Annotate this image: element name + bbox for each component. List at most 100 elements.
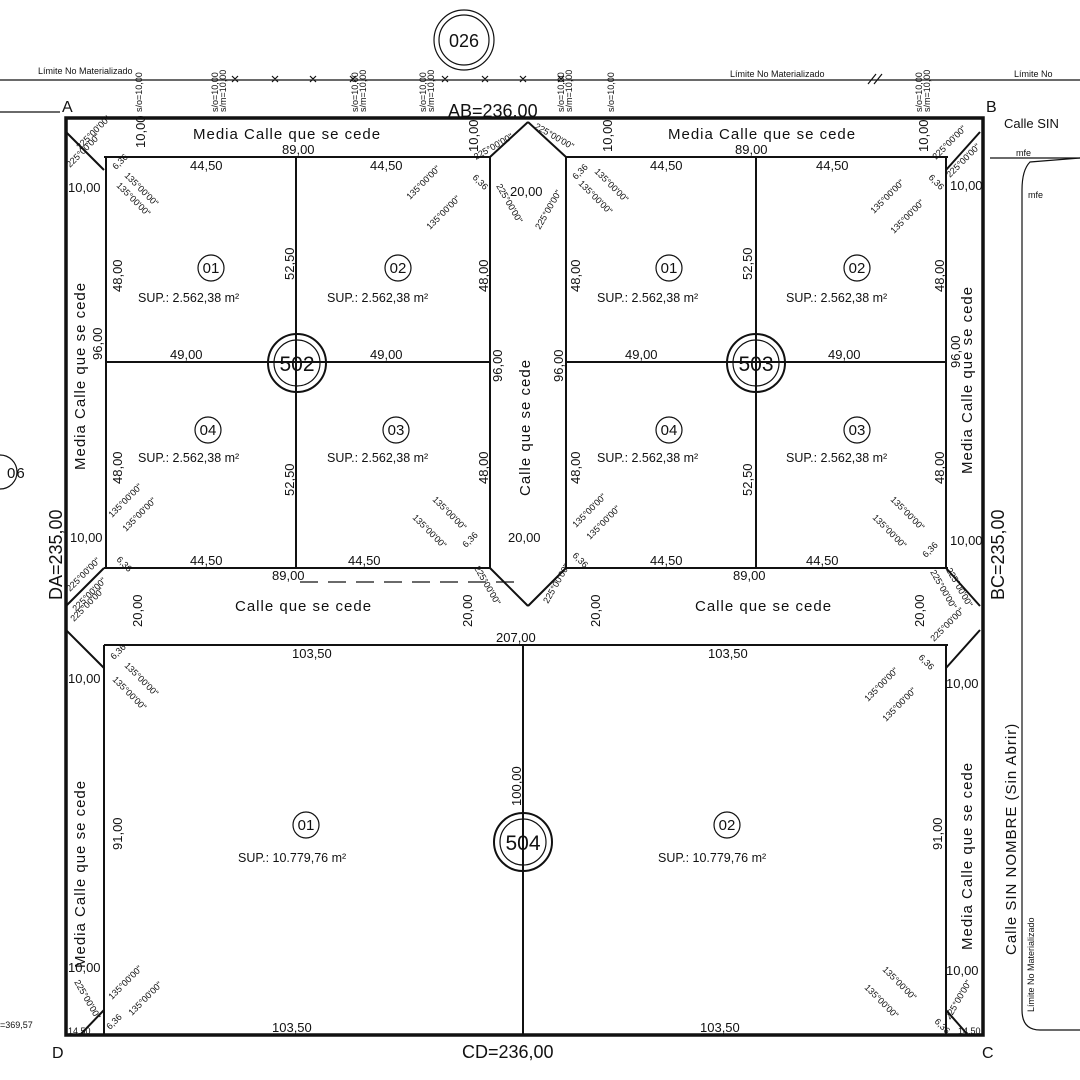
street-mid-left: Calle que se cede: [235, 598, 372, 615]
limit-tick-marks: [231, 73, 883, 85]
lot-503-04-circle: [655, 416, 683, 444]
dim-103-top-left: 103,50: [292, 646, 332, 661]
dim-48-c2: 48,00: [476, 451, 491, 484]
svg-text:135°00'00": 135°00'00": [862, 666, 900, 704]
dim-48-c1: 48,00: [476, 259, 491, 292]
bottom-left-small: 14,50: [68, 1026, 91, 1036]
lot-503-03-num: 03: [849, 422, 866, 439]
dim-48-c4: 48,00: [568, 451, 583, 484]
dim-100: 100,00: [509, 766, 524, 806]
dim-10-v-top-mid-l: 10,00: [466, 119, 481, 152]
lot-503-04-sup: SUP.: 2.562,38 m²: [597, 451, 698, 465]
lot-502-03-sup: SUP.: 2.562,38 m²: [327, 451, 428, 465]
svg-text:135°00'00": 135°00'00": [431, 494, 469, 532]
svg-text:s/m=10,00: s/m=10,00: [426, 70, 436, 112]
svg-text:225°00'00": 225°00'00": [72, 978, 102, 1021]
street-right-lower: Media Calle que se cede: [959, 762, 976, 950]
dim-636-5: 6,36: [115, 554, 134, 573]
lot-502-02-circle: [384, 254, 412, 282]
lot-504-01-num: 01: [298, 817, 315, 834]
svg-text:135°00'00": 135°00'00": [863, 982, 901, 1020]
dim-636-4: 6,36: [927, 172, 946, 191]
dim-20-v-left: 20,00: [130, 594, 145, 627]
dim-10-left-low: 10,00: [68, 671, 101, 686]
dim-low-right-89: 89,00: [733, 568, 766, 583]
dim-96-c-left: 96,00: [490, 349, 505, 382]
svg-text:s/o=10,00: s/o=10,00: [418, 72, 428, 112]
dim-low-left-89: 89,00: [272, 568, 305, 583]
dim-636-10: 6,36: [917, 652, 936, 671]
lot-502-04-num: 04: [200, 422, 217, 439]
dim-low-left-44-b: 44,50: [348, 553, 381, 568]
svg-text:225°00'00": 225°00'00": [472, 564, 502, 607]
dim-mid-left-49-b: 49,00: [370, 347, 403, 362]
svg-text:s/m=10,00: s/m=10,00: [358, 70, 368, 112]
lot-503-02-sup: SUP.: 2.562,38 m²: [786, 291, 887, 305]
dim-96-left: 96,00: [90, 327, 105, 360]
dim-top-left-89: 89,00: [282, 142, 315, 157]
dim-10-right-mid: 10,00: [950, 533, 983, 548]
dim-10-v-top-right: 10,00: [916, 119, 931, 152]
dim-636-6: 6,36: [460, 530, 479, 549]
top-circle-outer: [433, 9, 495, 71]
svg-text:225°00'00": 225°00'00": [943, 978, 973, 1021]
dim-52-left-up: 52,50: [282, 247, 297, 280]
block-503-circle-inner: [732, 339, 780, 387]
limite-vertical-label: Límite No Materializado: [1026, 917, 1036, 1012]
dim-48-l1: 48,00: [110, 259, 125, 292]
svg-text:135°00'00": 135°00'00": [424, 194, 462, 232]
lot-502-01-sup: SUP.: 2.562,38 m²: [138, 291, 239, 305]
dim-52-right-low: 52,50: [740, 463, 755, 496]
bottom-right-small: 14,50: [958, 1026, 981, 1036]
dim-103-top-right: 103,50: [708, 646, 748, 661]
lot-502-03-num: 03: [388, 422, 405, 439]
dim-top-left-44-a: 44,50: [190, 158, 223, 173]
lot-504-01-circle: [292, 811, 320, 839]
svg-text:135°00'00": 135°00'00": [881, 964, 919, 1002]
block-502-circle-inner: [273, 339, 321, 387]
dim-91-left: 91,00: [110, 817, 125, 850]
dim-low-right-44-a: 44,50: [650, 553, 683, 568]
svg-text:s/o=10,00: s/o=10,00: [350, 72, 360, 112]
svg-text:s/o=10,00: s/o=10,00: [914, 72, 924, 112]
dim-96-c-right: 96,00: [551, 349, 566, 382]
dim-low-left-44-a: 44,50: [190, 553, 223, 568]
svg-text:135°00'00": 135°00'00": [888, 198, 926, 236]
unopened-road-lines: [1021, 157, 1080, 1031]
dim-91-right: 91,00: [930, 817, 945, 850]
block-504-label: 504: [505, 832, 540, 855]
dim-20-v-cr: 20,00: [588, 594, 603, 627]
svg-text:135°00'00": 135°00'00": [871, 512, 909, 550]
dim-20-center-low: 20,00: [508, 530, 541, 545]
dim-636-1: 6,36: [110, 152, 129, 171]
dim-10-v-top-left: 10,00: [133, 115, 148, 148]
lot-503-01-sup: SUP.: 2.562,38 m²: [597, 291, 698, 305]
svg-text:s/o=10,00: s/o=10,00: [556, 72, 566, 112]
dim-636-7: 6,36: [571, 550, 590, 569]
dim-mid-left-49-a: 49,00: [170, 347, 203, 362]
svg-text:135°00'00": 135°00'00": [411, 512, 449, 550]
lot-503-03-circle: [843, 416, 871, 444]
dim-mid-right-49-b: 49,00: [828, 347, 861, 362]
lot-503-01-num: 01: [661, 260, 678, 277]
street-center-vertical: Calle que se cede: [517, 359, 534, 496]
dim-636-8: 6,36: [920, 540, 939, 559]
dim-48-l2: 48,00: [110, 451, 125, 484]
svg-text:135°00'00": 135°00'00": [404, 164, 442, 202]
block-504-circle-outer: [493, 812, 553, 872]
lot-504-02-sup: SUP.: 10.779,76 m²: [658, 851, 766, 865]
dim-10-left-top: 10,00: [68, 180, 101, 195]
lot-502-01-circle: [197, 254, 225, 282]
dim-48-r2: 48,00: [932, 451, 947, 484]
svg-text:s/m=10,00: s/m=10,00: [922, 70, 932, 112]
limite-label-right: Límite No: [1014, 69, 1053, 79]
street-sin-nombre: Calle SIN NOMBRE (Sin Abrir): [1003, 723, 1020, 955]
svg-text:135°00'00": 135°00'00": [126, 980, 164, 1018]
lot-502-02-num: 02: [390, 260, 407, 277]
dim-636-3: 6,36: [570, 162, 589, 181]
svg-text:225°00'00": 225°00'00": [541, 562, 571, 605]
dim-10-v-top-mid-r: 10,00: [600, 119, 615, 152]
street-top-left: Media Calle que se cede: [193, 126, 381, 143]
dim-207: 207,00: [496, 630, 536, 645]
street-top-right: Media Calle que se cede: [668, 126, 856, 143]
